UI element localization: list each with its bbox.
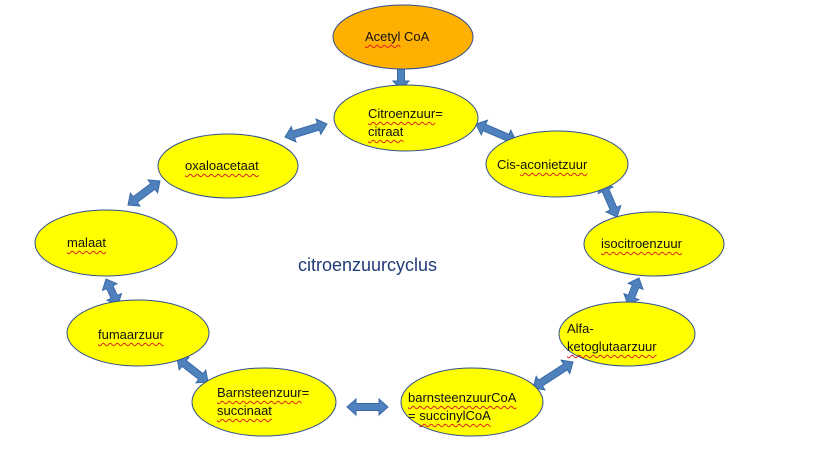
node-malaat xyxy=(34,209,178,277)
node-label-line: barnsteenzuurCoA xyxy=(408,390,517,405)
node-label-citroenzuur: Citroenzuur= citraat xyxy=(368,105,443,141)
node-label-line: citraat xyxy=(368,124,404,139)
node-label-line: ketoglutaarzuur xyxy=(567,339,657,354)
node-label-barnsteenzuurcoa: barnsteenzuurCoA = succinylCoA xyxy=(408,389,516,425)
node-label-line: Citroenzuur= xyxy=(368,106,443,121)
node-label-alfa-ketoglutaarzuur: Alfa-ketoglutaarzuur xyxy=(567,320,657,356)
arrow-malaat-to-oxaloacetaat xyxy=(127,179,161,207)
diagram-title: citroenzuurcyclus xyxy=(298,255,438,275)
node-label-line: succinaat xyxy=(217,403,272,418)
node-label-line: malaat xyxy=(67,235,107,250)
node-fumaarzuur xyxy=(66,299,210,367)
node-label-cis-aconietzuur: Cis-aconietzuur xyxy=(497,156,587,174)
node-label-line: Alfa- xyxy=(567,321,594,336)
arrow-isocitroenzuur-to-alfa-ketoglutaarzuur xyxy=(623,277,644,306)
node-label-line: Acetyl CoA xyxy=(365,29,430,44)
node-cis-aconietzuur xyxy=(485,130,629,198)
arrow-alfa-ketoglutaarzuur-to-barnsteenzuurcoa xyxy=(532,359,574,391)
arrow-barnsteenzuurcoa-to-barnsteenzuur xyxy=(346,397,389,417)
node-label-line: Barnsteenzuur= xyxy=(217,385,310,400)
node-label-line: oxaloacetaat xyxy=(185,158,259,173)
node-label-barnsteenzuur: Barnsteenzuur= succinaat xyxy=(217,384,309,420)
arrow-barnsteenzuur-to-fumaarzuur xyxy=(176,356,209,384)
node-alfa-ketoglutaarzuur xyxy=(558,301,696,367)
node-isocitroenzuur xyxy=(583,211,725,277)
node-label-isocitroenzuur: isocitroenzuur xyxy=(601,235,682,253)
node-barnsteenzuurcoa xyxy=(400,367,544,437)
node-label-line: = succinylCoA xyxy=(408,408,491,423)
arrow-oxaloacetaat-to-citroenzuur xyxy=(284,118,328,143)
node-barnsteenzuur xyxy=(191,367,337,437)
node-citroenzuur xyxy=(333,84,479,152)
node-oxaloacetaat xyxy=(157,133,299,199)
node-label-acetyl-coa: Acetyl CoA xyxy=(365,28,429,46)
node-label-malaat: malaat xyxy=(67,234,106,252)
node-label-line: isocitroenzuur xyxy=(601,236,682,251)
node-acetyl-coa xyxy=(332,4,474,70)
node-label-fumaarzuur: fumaarzuur xyxy=(98,326,164,344)
node-label-line: Cis-aconietzuur xyxy=(497,157,588,172)
node-label-line: fumaarzuur xyxy=(98,327,164,342)
node-label-oxaloacetaat: oxaloacetaat xyxy=(185,157,259,175)
